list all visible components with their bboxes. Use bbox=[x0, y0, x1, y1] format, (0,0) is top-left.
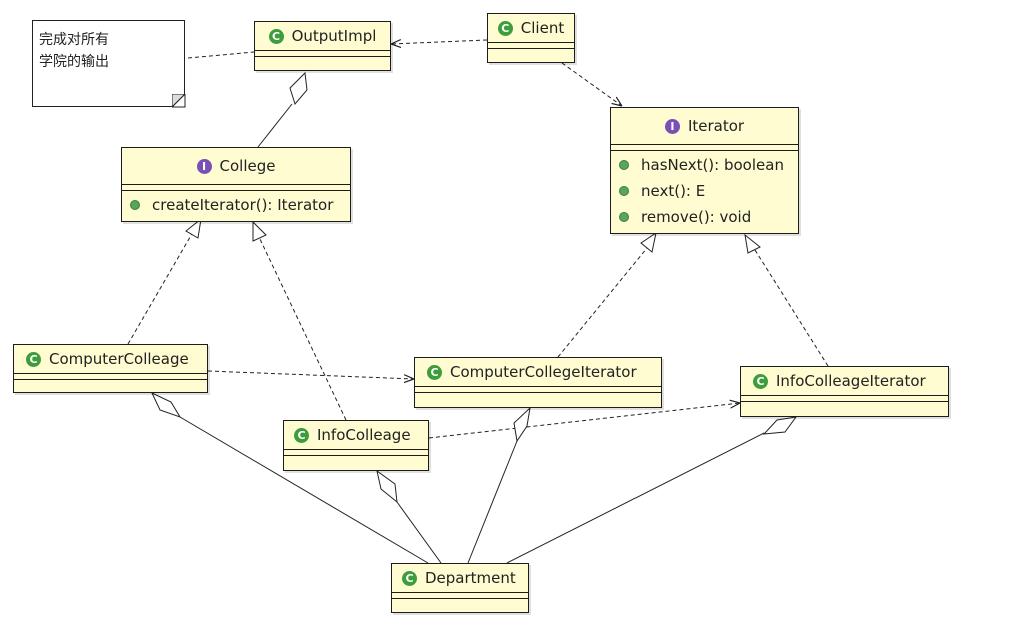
class-icon: C bbox=[268, 28, 284, 44]
aggregation-diamond bbox=[513, 406, 531, 443]
public-method-icon bbox=[619, 186, 629, 196]
client-to-iterator-dependency bbox=[561, 62, 622, 106]
interface-icon: I bbox=[664, 118, 680, 134]
class-name: ComputerColleage bbox=[49, 350, 189, 368]
class-name: College bbox=[219, 157, 276, 175]
class-name: OutputImpl bbox=[291, 27, 377, 45]
infocolleage-realizes-college bbox=[258, 236, 347, 421]
aggregation-diamond bbox=[150, 391, 182, 418]
class-icon: C bbox=[753, 373, 768, 389]
note-link bbox=[187, 51, 255, 59]
realization-arrowhead bbox=[252, 220, 267, 242]
realization-arrowhead bbox=[640, 231, 657, 253]
note-line-1: 完成对所有 bbox=[39, 32, 109, 48]
class-icon: C bbox=[294, 427, 309, 443]
computercolleage-realizes-college bbox=[127, 231, 194, 345]
note: 完成对所有 学院的输出 bbox=[32, 20, 185, 107]
class-icon: C bbox=[427, 364, 442, 380]
department-computercollegeiterator-aggregation bbox=[467, 440, 518, 564]
class-name: InfoColleage bbox=[317, 426, 411, 444]
note-fold-corner bbox=[172, 94, 186, 108]
operation: createIterator(): Iterator bbox=[122, 192, 350, 218]
class-computercolleage[interactable]: C ComputerColleage bbox=[13, 344, 208, 393]
class-department[interactable]: C Department bbox=[391, 563, 529, 613]
department-computercolleage-aggregation bbox=[179, 416, 429, 564]
operation: hasNext(): boolean bbox=[611, 152, 798, 178]
computercollegeiterator-realizes-iterator bbox=[557, 247, 648, 358]
class-infocolleageiterator[interactable]: C InfoColleageIterator bbox=[740, 366, 949, 417]
interface-iterator[interactable]: I Iterator hasNext(): boolean next(): E … bbox=[610, 107, 799, 234]
class-name: Client bbox=[520, 19, 565, 37]
interface-college[interactable]: I College createIterator(): Iterator bbox=[121, 147, 351, 222]
realization-arrowhead bbox=[185, 217, 202, 239]
client-to-outputimpl-dependency bbox=[391, 40, 488, 44]
class-client[interactable]: C Client bbox=[487, 13, 575, 63]
class-icon: C bbox=[26, 351, 41, 367]
class-infocolleage[interactable]: C InfoColleage bbox=[283, 420, 429, 471]
operation: remove(): void bbox=[611, 204, 798, 230]
public-method-icon bbox=[619, 212, 629, 222]
computercolleage-to-iterator-dependency bbox=[207, 370, 414, 379]
interface-icon: I bbox=[196, 158, 212, 174]
aggregation-diamond bbox=[289, 71, 308, 106]
operation: next(): E bbox=[611, 178, 798, 204]
department-infocolleageiterator-aggregation bbox=[506, 432, 765, 564]
class-name: Department bbox=[425, 569, 516, 587]
realization-arrowhead bbox=[744, 233, 761, 254]
class-outputimpl[interactable]: C OutputImpl bbox=[254, 21, 391, 71]
aggregation-diamond bbox=[762, 416, 798, 435]
class-name: Iterator bbox=[687, 117, 745, 135]
aggregation-diamond bbox=[376, 469, 398, 504]
infocolleageiterator-realizes-iterator bbox=[754, 249, 829, 367]
college-outputimpl-aggregation-line bbox=[257, 103, 293, 148]
class-name: InfoColleageIterator bbox=[776, 372, 926, 390]
public-method-icon bbox=[619, 160, 629, 170]
class-name: ComputerCollegeIterator bbox=[450, 363, 637, 381]
class-icon: C bbox=[402, 570, 417, 586]
department-infocolleage-aggregation bbox=[396, 501, 442, 564]
note-line-2: 学院的输出 bbox=[39, 54, 109, 70]
class-computercollegeiterator[interactable]: C ComputerCollegeIterator bbox=[414, 357, 662, 408]
public-method-icon bbox=[130, 200, 140, 210]
infocolleage-to-iterator-dependency bbox=[428, 403, 740, 439]
class-icon: C bbox=[497, 20, 513, 36]
